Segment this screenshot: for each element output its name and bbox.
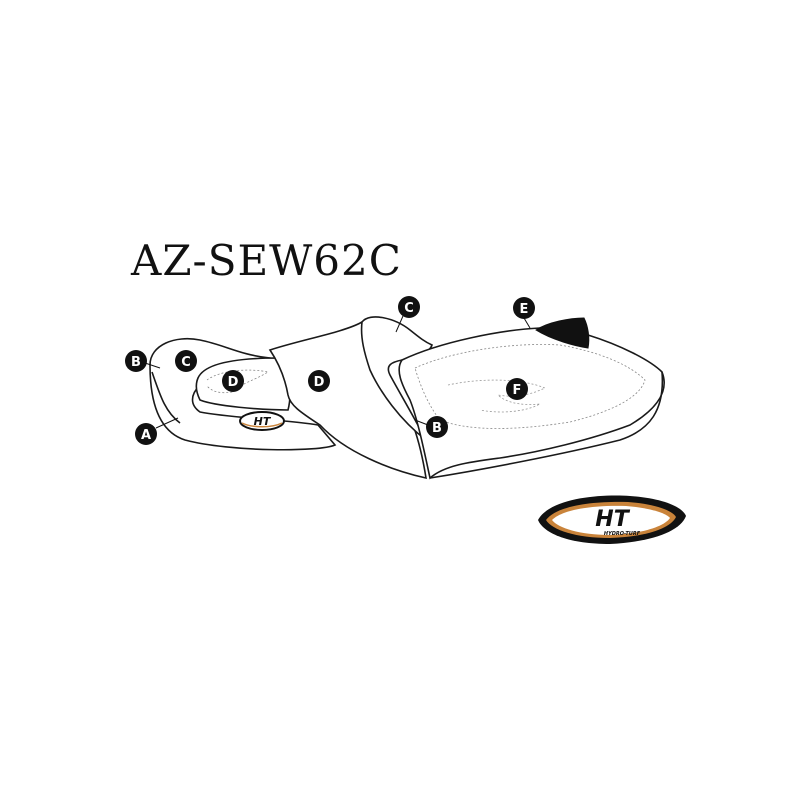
rear-backrest-outline [149,338,337,451]
callout-c-front: C [395,296,420,333]
callout-b-rear-leader [144,362,161,369]
callout-c-rear: C [175,350,197,372]
front-saddle-outline [398,327,665,480]
callout-b-front-leader [414,419,429,426]
callout-a-leader [155,417,179,429]
callout-e-badge [513,297,535,319]
callout-a-badge [135,423,157,445]
callout-c-rear-badge [175,350,197,372]
front-panel-graphic [447,379,547,413]
rear-skirt-outline [151,371,181,424]
callout-d-rear: D [222,370,244,392]
callout-d-rear-label: D [228,375,239,390]
callout-c-front-badge [398,296,420,318]
brand-logo-text: HT [595,507,630,532]
part-number-title: AZ-SEW62C [131,236,402,285]
callout-d-mid-badge [308,370,330,392]
front-bolster-outline [360,316,433,441]
seat-logo: HT [239,411,285,431]
callout-c-rear-label: C [181,355,191,370]
seat-logo-accent [241,422,283,428]
callout-b-rear: B [125,350,161,372]
callout-b-front-label: B [432,421,442,436]
callout-f-badge [506,378,528,400]
callout-c-front-label: C [404,301,414,316]
brand-logo-tagline: HYDRO-TURF [604,531,641,537]
callout-d-mid: D [308,370,330,392]
front-grip-panel [535,317,590,349]
callout-e-leader [523,317,531,329]
callout-b-front: B [414,416,448,438]
callout-d-mid-label: D [314,375,325,390]
callout-b-rear-label: B [131,355,141,370]
logo-inner-white [552,505,670,535]
callout-a-label: A [141,428,151,443]
callout-b-front-badge [426,416,448,438]
callout-a: A [135,417,179,445]
callout-b-rear-badge [125,350,147,372]
front-saddle-edge [429,371,664,479]
callout-e-label: E [520,302,529,317]
hydro-turf-logo: HT HYDRO-TURF [538,495,686,544]
callout-c-front-leader [395,315,404,333]
callout-e: E [513,297,535,329]
callout-d-rear-badge [222,370,244,392]
callout-f-label: F [513,383,522,398]
callout-f: F [506,378,528,400]
seat-logo-text: HT [254,415,272,428]
